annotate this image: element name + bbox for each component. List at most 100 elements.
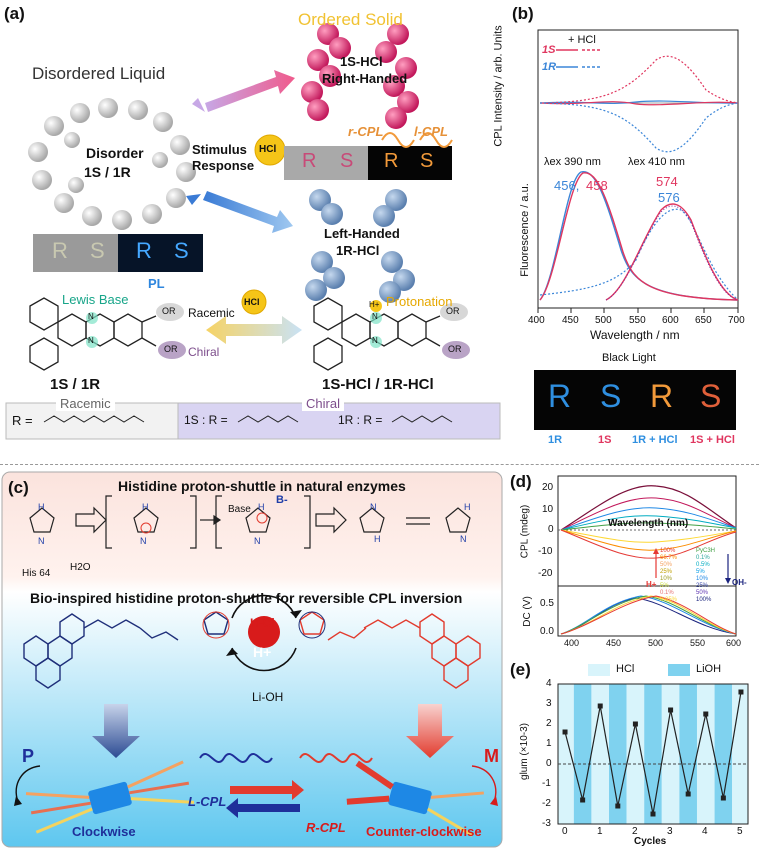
e-xtick-5: 5 — [737, 826, 743, 837]
d-legend-item: 50% — [660, 562, 673, 568]
cpl-tile-s1: S — [340, 150, 354, 172]
legend-lioh-label: LiOH — [696, 663, 722, 675]
d-ytick-10: 10 — [542, 504, 554, 515]
natural-enzymes-title: Histidine proton-shuttle in natural enzy… — [118, 478, 406, 494]
e-xtick-0: 0 — [562, 826, 568, 837]
photo-label-1s-hcl: 1S + HCl — [690, 434, 735, 446]
d-legend-item: 66.7% — [660, 555, 678, 561]
photo-letter-2: S — [600, 378, 622, 414]
e-ytick-1: 1 — [546, 738, 552, 749]
e-ytick-2: 2 — [546, 718, 552, 729]
glum-data-point — [597, 703, 603, 709]
panel-b-letter: (b) — [512, 4, 534, 23]
panel-b: (b) + HCl 1S 1R CPL Intensity / arb. Uni… — [493, 0, 759, 462]
d-legend-item: 50% — [696, 590, 709, 596]
racemic-tag: Racemic — [188, 306, 235, 320]
hcl-band — [558, 684, 574, 824]
p-label: P — [22, 746, 35, 766]
n-label-1: N — [88, 312, 94, 321]
d-ytick-20: 20 — [542, 482, 554, 493]
d-xtick-600: 600 — [726, 638, 742, 648]
d-ytick-m10: -10 — [538, 546, 553, 557]
hcl-band — [732, 684, 748, 824]
e-xtick-3: 3 — [667, 826, 673, 837]
d-legend-item: 25% — [696, 583, 709, 589]
excitation-2: λex 410 nm — [628, 156, 685, 168]
glum-data-point — [580, 797, 586, 803]
e-ytick-m2: -2 — [542, 798, 551, 809]
disorder-compound-label: 1S / 1R — [84, 164, 131, 180]
photo-letter-3: R — [650, 378, 674, 414]
hplus-label: H+ — [253, 644, 272, 660]
hcl-band — [591, 684, 610, 824]
d-cpl-ylabel: CPL (mdeg) — [519, 504, 531, 559]
e-ytick-m1: -1 — [542, 778, 551, 789]
chiral-tag: Chiral — [188, 345, 220, 359]
glum-data-point — [668, 707, 674, 713]
panel-d: (d) 20 10 0 -10 -20 0.5 0.0 CPL (mdeg) D… — [506, 468, 759, 654]
svg-text:N: N — [38, 536, 45, 546]
r-cpl-label-c: R-CPL — [306, 820, 346, 835]
glum-data-point — [650, 811, 656, 817]
d-legend-item: 10% — [660, 576, 673, 582]
left-molecule — [29, 297, 157, 371]
panel-e: (e) HCl LiOH 4 3 2 1 0 -1 -2 -3 glum (×1… — [506, 654, 759, 849]
svg-text:H: H — [374, 534, 381, 544]
right-compound-label: 1S-HCl / 1R-HCl — [322, 376, 434, 393]
fl-ylabel: Fluorescence / a.u. — [518, 183, 531, 277]
ordered-solid-label: Ordered Solid — [298, 10, 403, 29]
panel-a-artwork — [5, 23, 501, 440]
d-xtick-500: 500 — [648, 638, 664, 648]
disordered-spheres — [28, 98, 196, 230]
cpl-tile-r2: R — [384, 150, 399, 172]
d-legend-item: 100% — [660, 548, 676, 554]
svg-text:H: H — [38, 502, 45, 512]
photo-label-1s: 1S — [598, 434, 612, 446]
b-xtick-650: 650 — [695, 315, 712, 326]
lioh-band — [714, 684, 733, 824]
hcl-band — [661, 684, 680, 824]
disordered-liquid-label: Disordered Liquid — [32, 64, 166, 83]
lioh-band — [573, 684, 592, 824]
svg-text:N: N — [254, 536, 261, 546]
counter-clockwise-label: Counter-clockwise — [366, 824, 482, 839]
reversible-cpl-title: Bio-inspired histidine proton-shuttle fo… — [30, 590, 463, 606]
b-minus-label: B- — [276, 494, 288, 506]
pl-tile-r1: R — [52, 238, 68, 263]
right-molecule — [313, 297, 441, 371]
pink-helix — [301, 23, 419, 129]
b-xtick-700: 700 — [728, 315, 745, 326]
or-label-3: OR — [446, 306, 460, 316]
b-xlabel: Wavelength / nm — [590, 328, 680, 342]
d-ytick-0: 0 — [548, 524, 554, 535]
chiral-label: Chiral — [302, 396, 344, 411]
b-xtick-450: 450 — [562, 315, 579, 326]
hcl-badge-2-label: HCl — [244, 297, 260, 307]
cpl-tile-r1: R — [302, 150, 317, 172]
e-ytick-4: 4 — [546, 678, 552, 689]
svg-text:N: N — [140, 536, 147, 546]
stimulus-label: Stimulus — [192, 142, 247, 157]
peak-456: 456, — [554, 178, 580, 193]
pl-tile-s1: S — [90, 238, 105, 263]
d-legend-item: 5% — [660, 583, 669, 589]
cpl-legend-1r: 1R — [542, 61, 557, 73]
r-formula-label: 1R : R = — [338, 413, 383, 427]
glum-data-point — [720, 795, 726, 801]
glum-data-point — [562, 729, 568, 735]
legend-lioh-swatch — [668, 664, 690, 676]
d-dc-tick-00: 0.0 — [540, 626, 554, 637]
e-xlabel: Cycles — [634, 836, 667, 847]
photo-letter-4: S — [700, 378, 722, 414]
svg-text:H: H — [142, 502, 149, 512]
b-xtick-550: 550 — [629, 315, 646, 326]
d-legend-item: 0.5% — [696, 562, 710, 568]
d-xtick-400: 400 — [564, 638, 580, 648]
d-legend-item: PyC3H — [696, 548, 716, 554]
excitation-1: λex 390 nm — [544, 156, 601, 168]
d-xtick-550: 550 — [690, 638, 706, 648]
d-legend-item: 10% — [696, 576, 709, 582]
e-xtick-2: 2 — [632, 826, 638, 837]
cpl-tile-s2: S — [420, 150, 434, 172]
